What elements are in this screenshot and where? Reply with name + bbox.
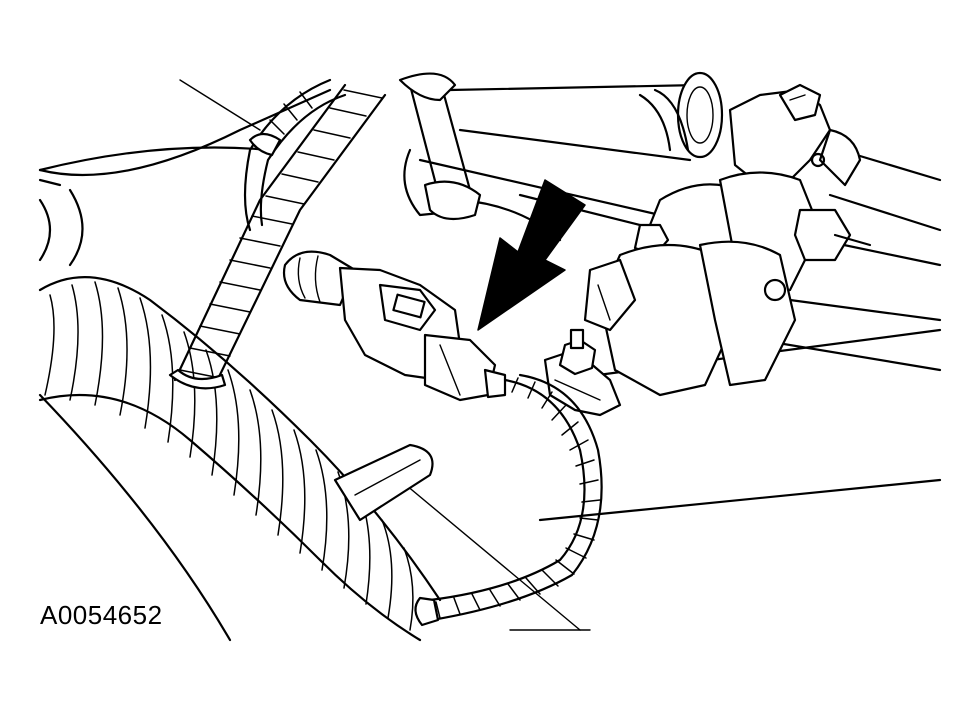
sensor-pigtail-wire [414, 373, 603, 627]
tube-clamps [583, 83, 872, 397]
figure-id-label: A0054652 [40, 600, 163, 630]
vertical-tube [398, 72, 482, 221]
indicator-arrow [477, 179, 586, 331]
harness-strap [333, 443, 434, 522]
thin-harness-loop [243, 78, 347, 232]
corrugated-wiring-harness [38, 178, 442, 642]
upper-conduit [168, 83, 387, 390]
bracket-with-nut [543, 328, 622, 417]
electrical-connector [282, 250, 507, 402]
